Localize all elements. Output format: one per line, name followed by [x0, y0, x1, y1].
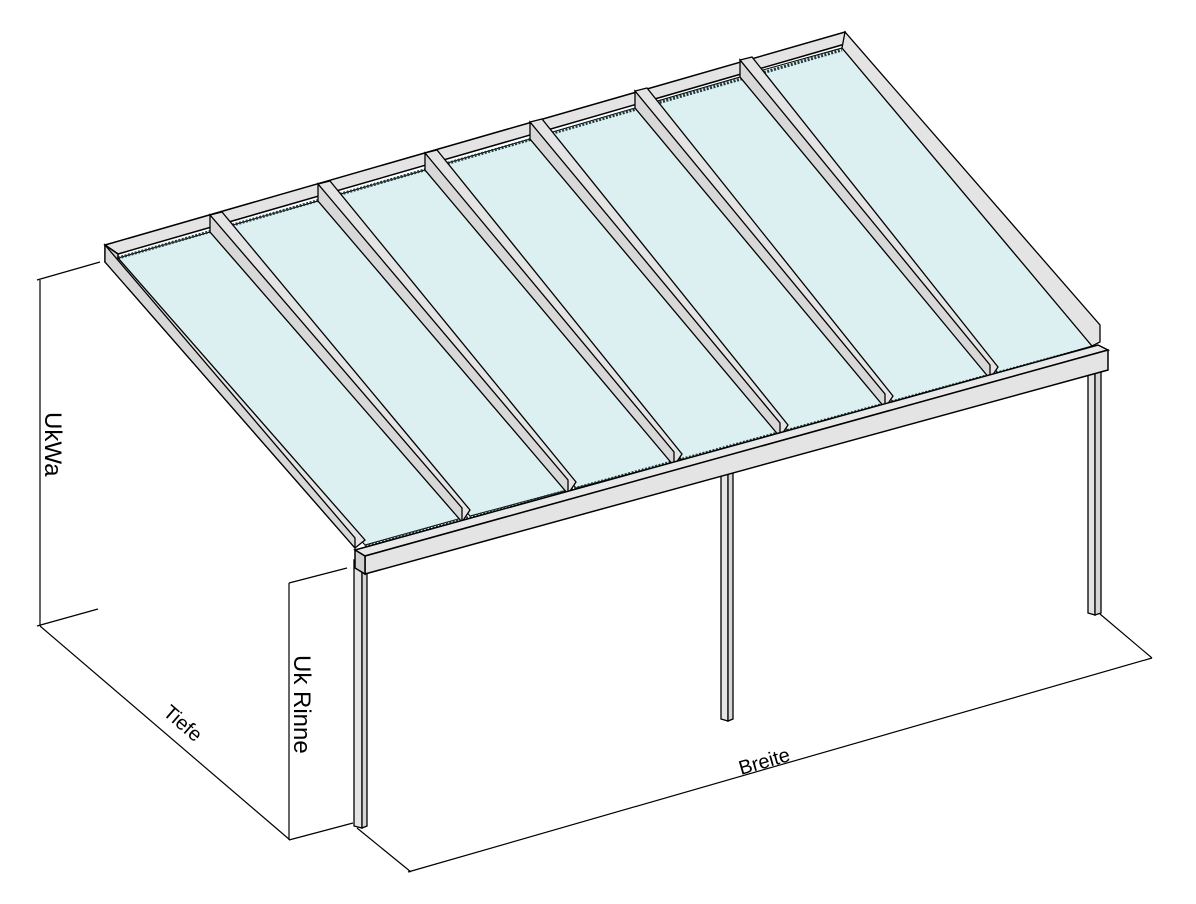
dim-ukwa-ext-bottom — [36, 608, 99, 627]
dim-ukrinne-ext-top — [288, 567, 348, 584]
dim-breite-ext-right — [1099, 613, 1153, 659]
label-breite: Breite — [736, 744, 792, 780]
dim-ukrinne-ext-bottom — [288, 822, 354, 841]
post-left — [353, 559, 368, 829]
label-ukwa: UkWa — [39, 412, 66, 477]
dimension-lines — [36, 261, 1153, 873]
gutter-beam — [353, 344, 1111, 576]
dim-ukwa-ext-top — [36, 261, 101, 281]
dim-tiefe-line — [39, 625, 291, 841]
dim-breite-ext-left — [356, 827, 412, 873]
label-tiefe: Tiefe — [159, 701, 206, 746]
dim-breite-line — [407, 657, 1153, 873]
glass-panels — [117, 47, 1093, 546]
rafters — [103, 30, 1101, 550]
rafter-outer-left — [103, 243, 366, 550]
post-middle — [720, 469, 734, 722]
posts — [353, 365, 1102, 829]
post-right — [1087, 365, 1102, 616]
label-uk-rinne: Uk Rinne — [288, 655, 315, 754]
rafter-outer-right — [841, 30, 1101, 347]
rafter-5 — [633, 87, 894, 410]
